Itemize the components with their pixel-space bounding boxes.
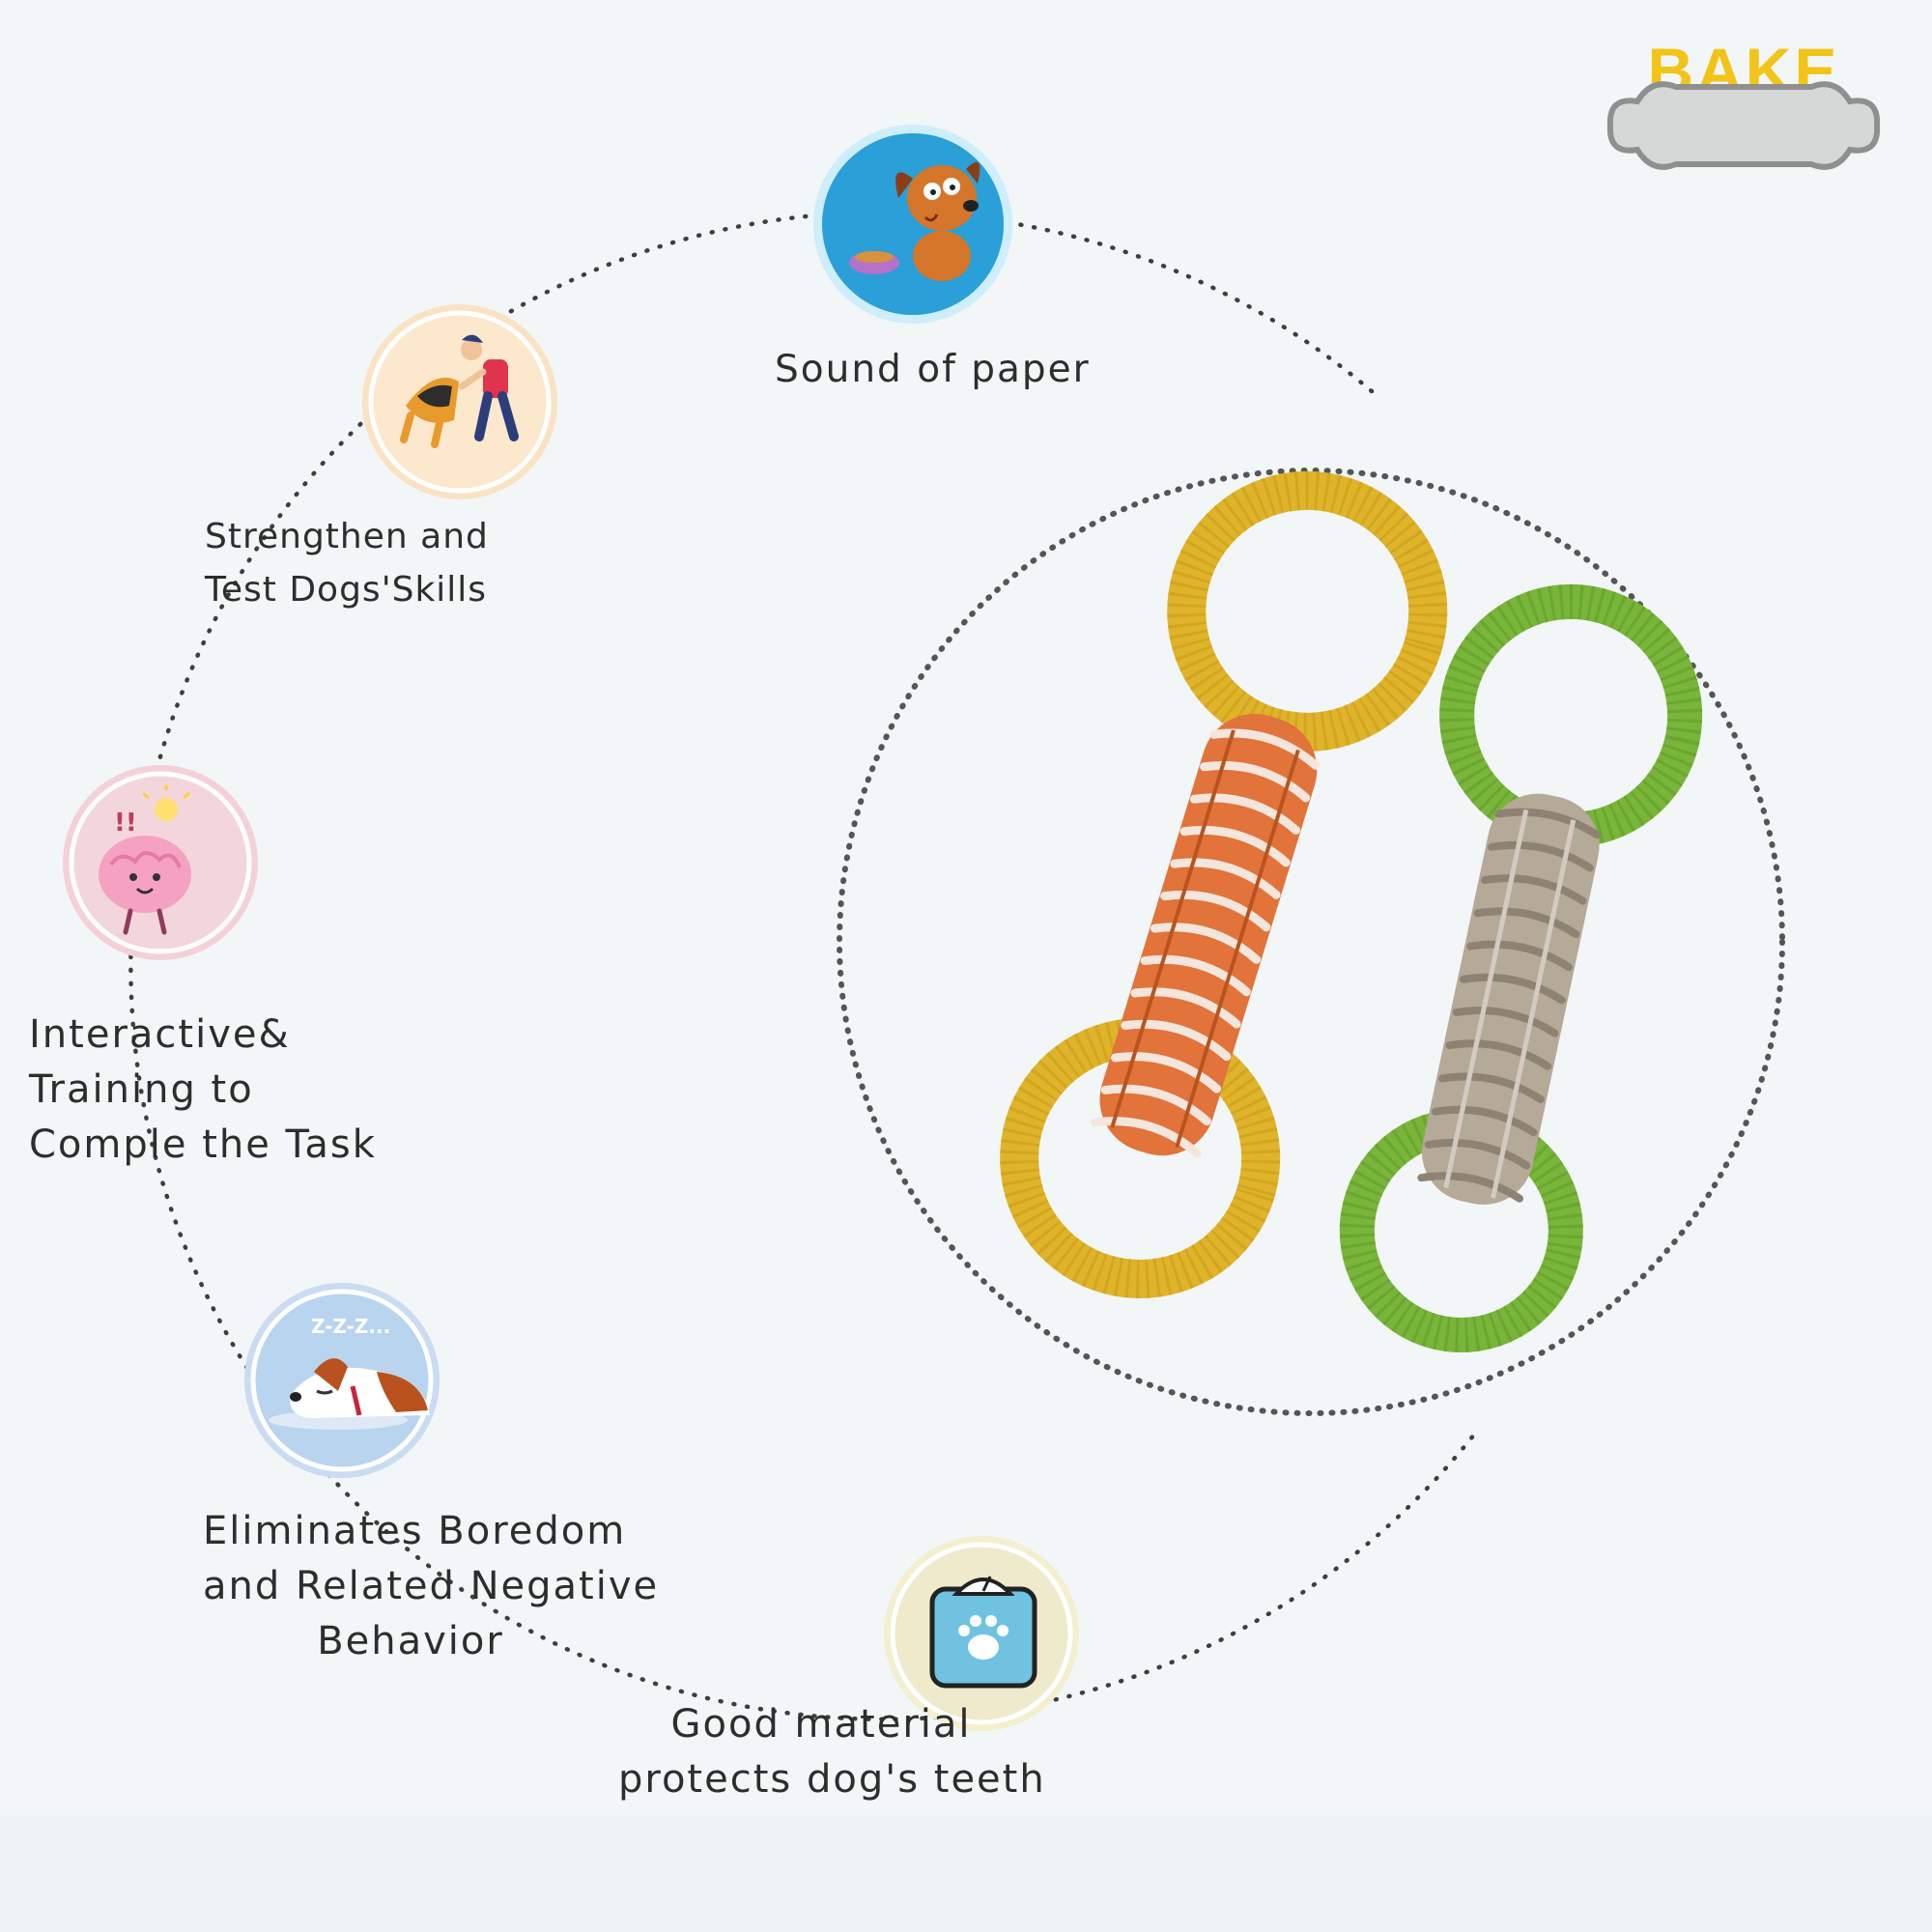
feature-label-strengthen: Strengthen and Test Dogs'Skills [205,517,489,610]
sleeping-dog-icon: Z-Z-Z... [244,1283,440,1478]
yellow-rope-toy [1000,470,1448,1299]
svg-text:Z-Z-Z...: Z-Z-Z... [311,1315,390,1338]
outer-dotted-arc [128,210,1481,1721]
bake-logo: BAKE [1599,29,1889,213]
brain-idea-icon: !! [63,765,258,960]
paw-scale-icon [884,1536,1079,1731]
svg-text:!!: !! [114,809,137,838]
feature-label-sound: Sound of paper [775,348,1091,391]
bone-icon [1606,81,1881,170]
feature-label-material: Good material protects dog's teeth [618,1702,1046,1802]
bottom-band [0,1816,1932,1932]
green-rope-toy [1339,583,1703,1352]
puppy-food-bowl-icon [813,125,1012,324]
product-dotted-circle [837,468,1785,1416]
feature-label-boredom: Eliminates Boredom and Related Negative … [203,1509,660,1663]
dog-training-icon [362,304,557,499]
feature-label-interactive: Interactive& Training to Comple the Task [29,1012,377,1167]
